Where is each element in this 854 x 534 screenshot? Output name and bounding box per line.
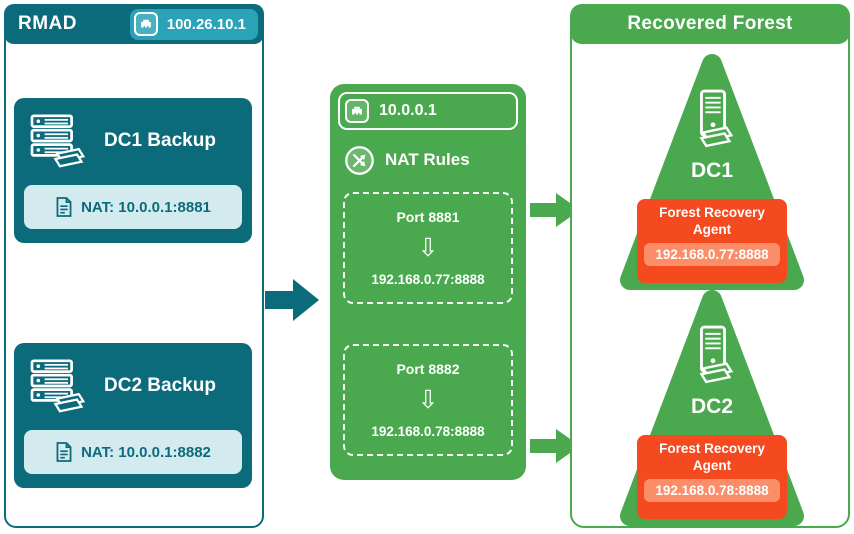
- nat-rules-title: NAT Rules: [385, 150, 470, 169]
- dc1-nat-strip: NAT: 10.0.0.1:8881: [24, 185, 242, 229]
- document-icon: [55, 196, 73, 218]
- dc1-backup-row: DC1 Backup: [30, 110, 244, 172]
- dc1-agent-endpoint: 192.168.0.77:8888: [644, 242, 780, 266]
- dc2-agent-box: Forest Recovery Agent 192.168.0.78:8888: [637, 435, 787, 519]
- dc1-agent-label: Forest Recovery Agent: [659, 205, 765, 237]
- dc1-nat-mapping: NAT: 10.0.0.1:8881: [81, 198, 211, 216]
- nat-routing-icon: [344, 145, 375, 176]
- rmad-title: RMAD: [18, 13, 77, 34]
- nat-rule-1: Port 8881 ⇩ 192.168.0.77:8888: [343, 192, 513, 304]
- dc1-backup-label: DC1 Backup: [104, 130, 216, 151]
- server-tower-icon: [688, 324, 738, 386]
- dc1-backup-card: DC1 Backup NAT: 10.0.0.1:8881: [14, 98, 252, 243]
- nat-rules-header: NAT Rules: [344, 142, 470, 178]
- dc2-backup-row: DC2 Backup: [30, 355, 244, 417]
- nat-rule-1-port: Port 8881: [396, 209, 460, 225]
- nat-rule-1-target: 192.168.0.77:8888: [371, 272, 485, 287]
- server-tower-icon: [688, 88, 738, 150]
- nat-router-box: 10.0.0.1 NAT Rules Port 8881 ⇩: [330, 84, 526, 480]
- down-arrow-icon: ⇩: [417, 386, 439, 414]
- nat-ip-badge: 10.0.0.1: [338, 92, 518, 130]
- ethernet-port-icon: [345, 99, 369, 123]
- dc2-nat-strip: NAT: 10.0.0.1:8882: [24, 430, 242, 474]
- dc2-nat-mapping: NAT: 10.0.0.1:8882: [81, 443, 211, 461]
- server-stack-icon: [30, 359, 88, 413]
- rmad-ip-badge: 100.26.10.1: [129, 8, 258, 40]
- nat-ip: 10.0.0.1: [379, 102, 437, 119]
- ethernet-port-icon: [133, 12, 158, 36]
- dc1-agent-box: Forest Recovery Agent 192.168.0.77:8888: [637, 199, 787, 283]
- server-stack-icon: [30, 114, 88, 168]
- nat-rule-2: Port 8882 ⇩ 192.168.0.78:8888: [343, 344, 513, 456]
- dc1-label: DC1: [690, 159, 733, 182]
- dc2-agent-endpoint: 192.168.0.78:8888: [644, 478, 780, 502]
- right-arrow-icon: [530, 429, 580, 463]
- recovered-forest-title: Recovered Forest: [627, 13, 793, 34]
- nat-rule-2-port: Port 8882: [396, 361, 460, 377]
- document-icon: [55, 441, 73, 463]
- dc2-agent-label: Forest Recovery Agent: [659, 441, 765, 473]
- recovered-forest-header: Recovered Forest: [570, 4, 850, 44]
- rmad-ip: 100.26.10.1: [166, 15, 246, 33]
- down-arrow-icon: ⇩: [417, 234, 439, 262]
- dc2-backup-label: DC2 Backup: [104, 375, 216, 396]
- right-arrow-icon: [265, 279, 319, 321]
- right-arrow-icon: [530, 193, 580, 227]
- dc2-backup-card: DC2 Backup NAT: 10.0.0.1:8882: [14, 343, 252, 488]
- nat-rule-2-target: 192.168.0.78:8888: [371, 424, 485, 439]
- dc2-label: DC2: [690, 395, 733, 418]
- rmad-header: RMAD 100.26.10.1: [4, 4, 264, 44]
